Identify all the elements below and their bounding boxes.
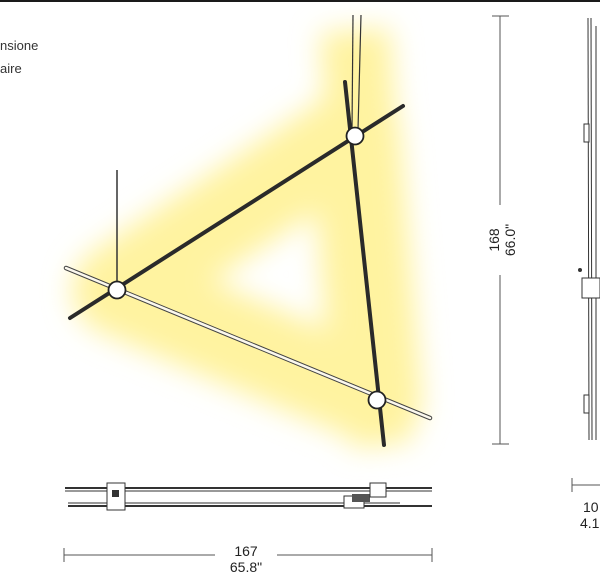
fixture-side-view: 10 4.1 xyxy=(571,17,600,531)
caption-line-1: nsione xyxy=(0,38,39,53)
depth-cm-label: 10 xyxy=(583,499,599,515)
width-dimension: 167 65.8" xyxy=(63,540,433,578)
fixture-top-view xyxy=(65,482,432,511)
top-border xyxy=(0,0,600,2)
joint-bottom xyxy=(367,390,387,410)
rod-lower xyxy=(64,266,432,420)
width-in-label: 65.8" xyxy=(230,559,262,575)
joint-left xyxy=(107,280,127,300)
width-cm-label: 167 xyxy=(234,543,258,559)
height-cm-label: 168 xyxy=(486,228,502,252)
suspension-cable-top-1 xyxy=(351,14,354,131)
suspension-cable-top-2 xyxy=(357,14,362,131)
caption-line-2: aire xyxy=(0,61,22,76)
height-in-label: 66.0" xyxy=(502,224,518,256)
height-dimension: 168 66.0" xyxy=(486,15,518,445)
fixture-front-view xyxy=(63,14,433,447)
depth-in-label: 4.1 xyxy=(580,515,600,531)
joint-top xyxy=(345,126,365,146)
